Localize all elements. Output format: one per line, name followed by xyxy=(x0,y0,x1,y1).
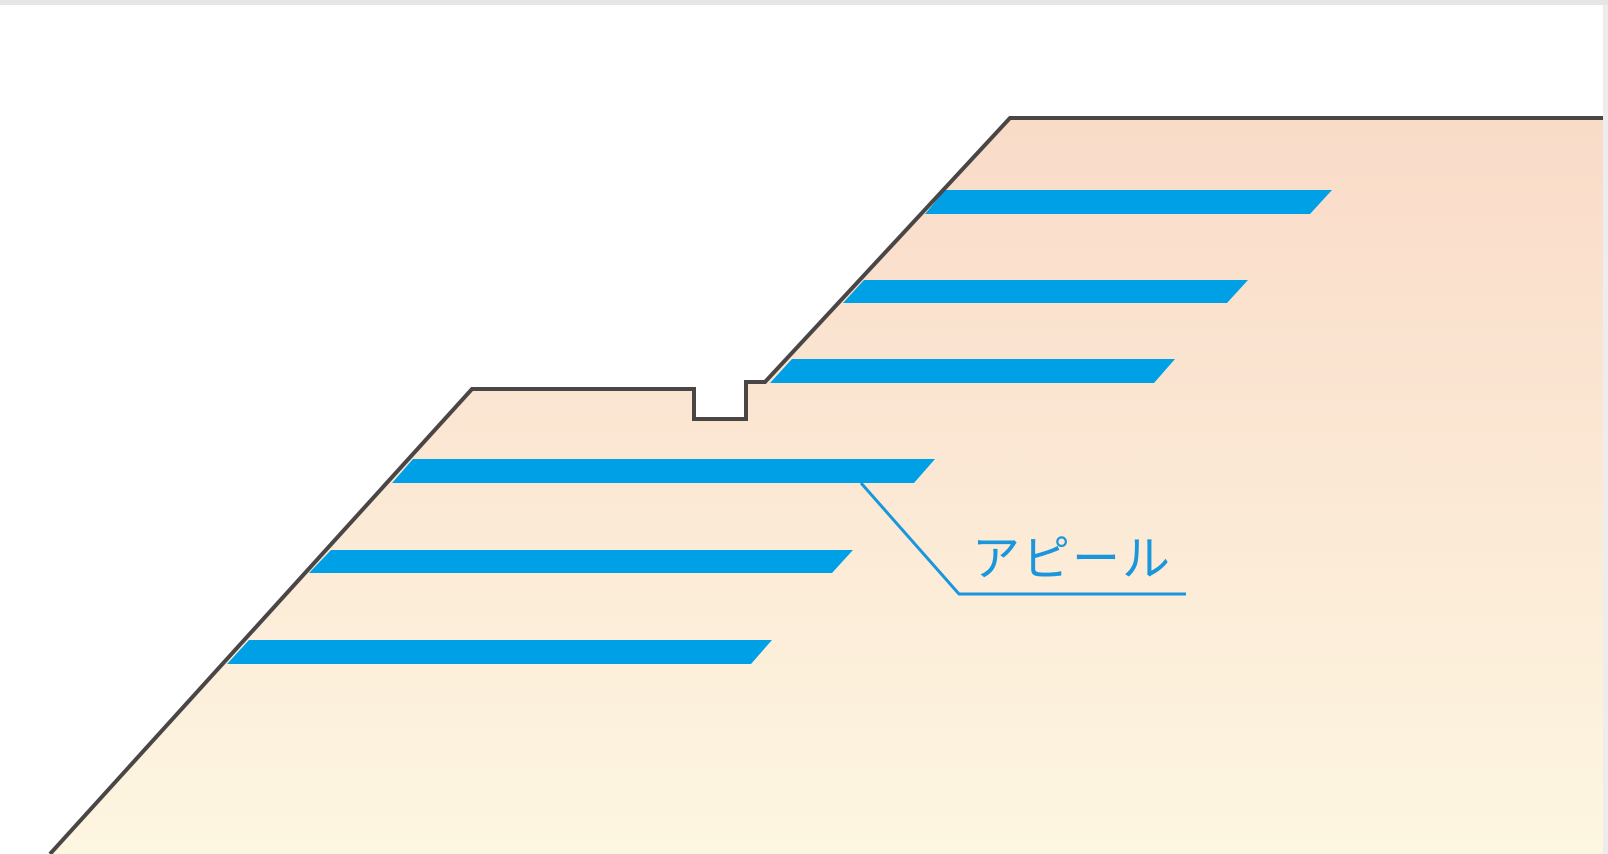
soil-nail-bar xyxy=(309,550,853,573)
soil-body xyxy=(50,118,1608,854)
soil-nail-bar xyxy=(925,190,1332,214)
soil-nail-group xyxy=(227,190,1332,664)
slope-outline xyxy=(48,116,1608,854)
soil-nail-bar xyxy=(770,359,1175,383)
top-border-strip xyxy=(0,0,1608,5)
right-border-strip xyxy=(1603,5,1608,854)
soil-nail-bar xyxy=(392,459,935,483)
soil-nail-bar xyxy=(227,640,772,664)
soil-nail-bar xyxy=(843,280,1248,303)
label-leader-line xyxy=(859,482,1186,596)
callout-label: アピール xyxy=(972,531,1172,587)
